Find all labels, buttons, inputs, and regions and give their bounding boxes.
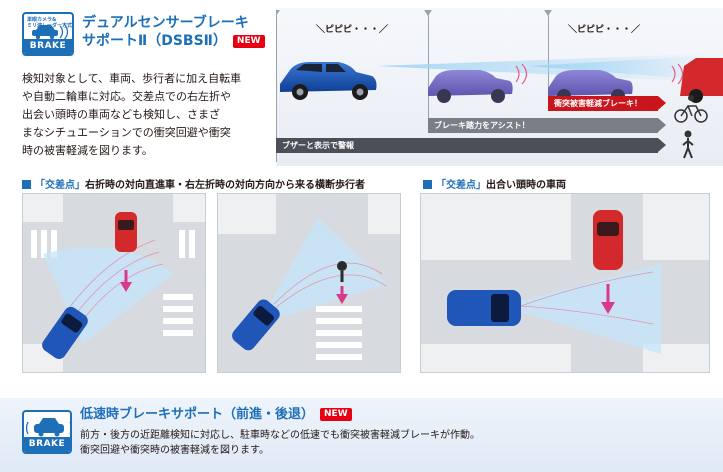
desc-line: 前方・後方の近距離検知に対応し、駐車時などの低速でも衝突被害軽減ブレーキが作動。	[80, 430, 480, 441]
scene-right-turn-oncoming-car	[22, 193, 206, 373]
pedestrian-icon	[337, 261, 347, 282]
feature1-title-line1: デュアルセンサーブレーキ	[82, 15, 249, 31]
car-icon	[280, 62, 377, 100]
timeline-marker	[548, 14, 549, 102]
desc-line: 衝突回避や衝突時の被害軽減を図ります。	[80, 445, 269, 456]
heading-left-prefix: 「交差点」	[35, 180, 85, 191]
oncoming-car-icon	[115, 212, 137, 252]
beep-text-1: ＼ピピピ・・・／	[316, 25, 389, 35]
desc-line: 出会い頭時の車両なども検知し、さまざ	[22, 108, 220, 121]
scene-heading-right: 「交差点」出合い頭時の車両	[423, 176, 566, 191]
heading-square-icon	[423, 180, 432, 189]
timeline-marker-arrow	[424, 10, 432, 16]
bar-collision-brake: 衝突被害軽減ブレーキ！	[548, 96, 666, 111]
feature1-title-line2: サポートⅡ（DSBSⅡ）	[82, 33, 227, 49]
pedestrian-icon	[682, 130, 694, 159]
brake-badge-2: BRAKE	[22, 410, 72, 454]
own-car-icon	[447, 290, 521, 326]
timeline-marker-arrow	[276, 10, 280, 16]
feature1-title: デュアルセンサーブレーキ サポートⅡ（DSBSⅡ） NEW	[82, 14, 265, 50]
intersection-illustration	[218, 194, 400, 372]
feature2-band	[0, 398, 723, 472]
desc-line: や自動二輪車に対応。交差点での右左折や	[22, 90, 231, 103]
heading-right-prefix: 「交差点」	[436, 180, 486, 191]
desc-line: まなシチュエーションでの衝突回避や衝突	[22, 126, 231, 139]
desc-line: 時の被害軽減を図ります。	[22, 144, 153, 157]
timeline-marker-arrow	[544, 10, 552, 16]
timeline-marker	[428, 14, 429, 132]
braking-timeline: ＼ピピピ・・・／ ＼ピピピ・・・／	[276, 8, 723, 166]
bar-brake-assist: ブレーキ踏力をアシスト！	[428, 118, 666, 133]
badge-brake-label: BRAKE	[24, 39, 72, 54]
turning-car-icon	[232, 299, 280, 351]
car-icon	[428, 70, 513, 103]
timeline-cars-illustration	[280, 54, 723, 103]
scene-heading-left: 「交差点」右折時の対向直進車・右左折時の対向方向から来る横断歩行者	[22, 176, 365, 191]
car-parking-icon	[25, 418, 70, 437]
brake-badge-1: 単眼カメラ& ミリ波レーダー方式 BRAKE	[22, 12, 74, 56]
timeline-marker	[276, 14, 277, 162]
bicycle-icon	[674, 95, 708, 123]
heading-square-icon	[22, 180, 31, 189]
intersection-illustration	[421, 194, 709, 372]
crossing-car-icon	[593, 210, 623, 270]
feature2-title-text: 低速時ブレーキサポート（前進・後退）	[80, 407, 315, 422]
feature1-description: 検知対象として、車両、歩行者に加え自転車 や自動二輪車に対応。交差点での右左折や…	[22, 70, 274, 160]
beep-text-2: ＼ピピピ・・・／	[568, 25, 641, 35]
heading-right-rest: 出合い頭時の車両	[486, 180, 566, 191]
turning-car-icon	[42, 306, 88, 359]
heading-left-rest: 右折時の対向直進車・右左折時の対向方向から来る横断歩行者	[85, 180, 365, 191]
new-tag-2: NEW	[320, 408, 352, 421]
scene-crossing-vehicle	[420, 193, 710, 373]
bar-buzzer-warning: ブザーと表示で警報	[276, 138, 666, 153]
car-sensor-icon	[32, 23, 69, 41]
desc-line: 検知対象として、車両、歩行者に加え自転車	[22, 72, 242, 85]
feature2-title: 低速時ブレーキサポート（前進・後退） NEW	[80, 406, 352, 424]
feature2-description: 前方・後方の近距離検知に対応し、駐車時などの低速でも衝突被害軽減ブレーキが作動。…	[80, 428, 710, 458]
scene-turn-crossing-pedestrian	[217, 193, 401, 373]
new-tag-1: NEW	[232, 34, 265, 48]
intersection-illustration	[23, 194, 205, 372]
badge-brake-label: BRAKE	[24, 437, 70, 452]
